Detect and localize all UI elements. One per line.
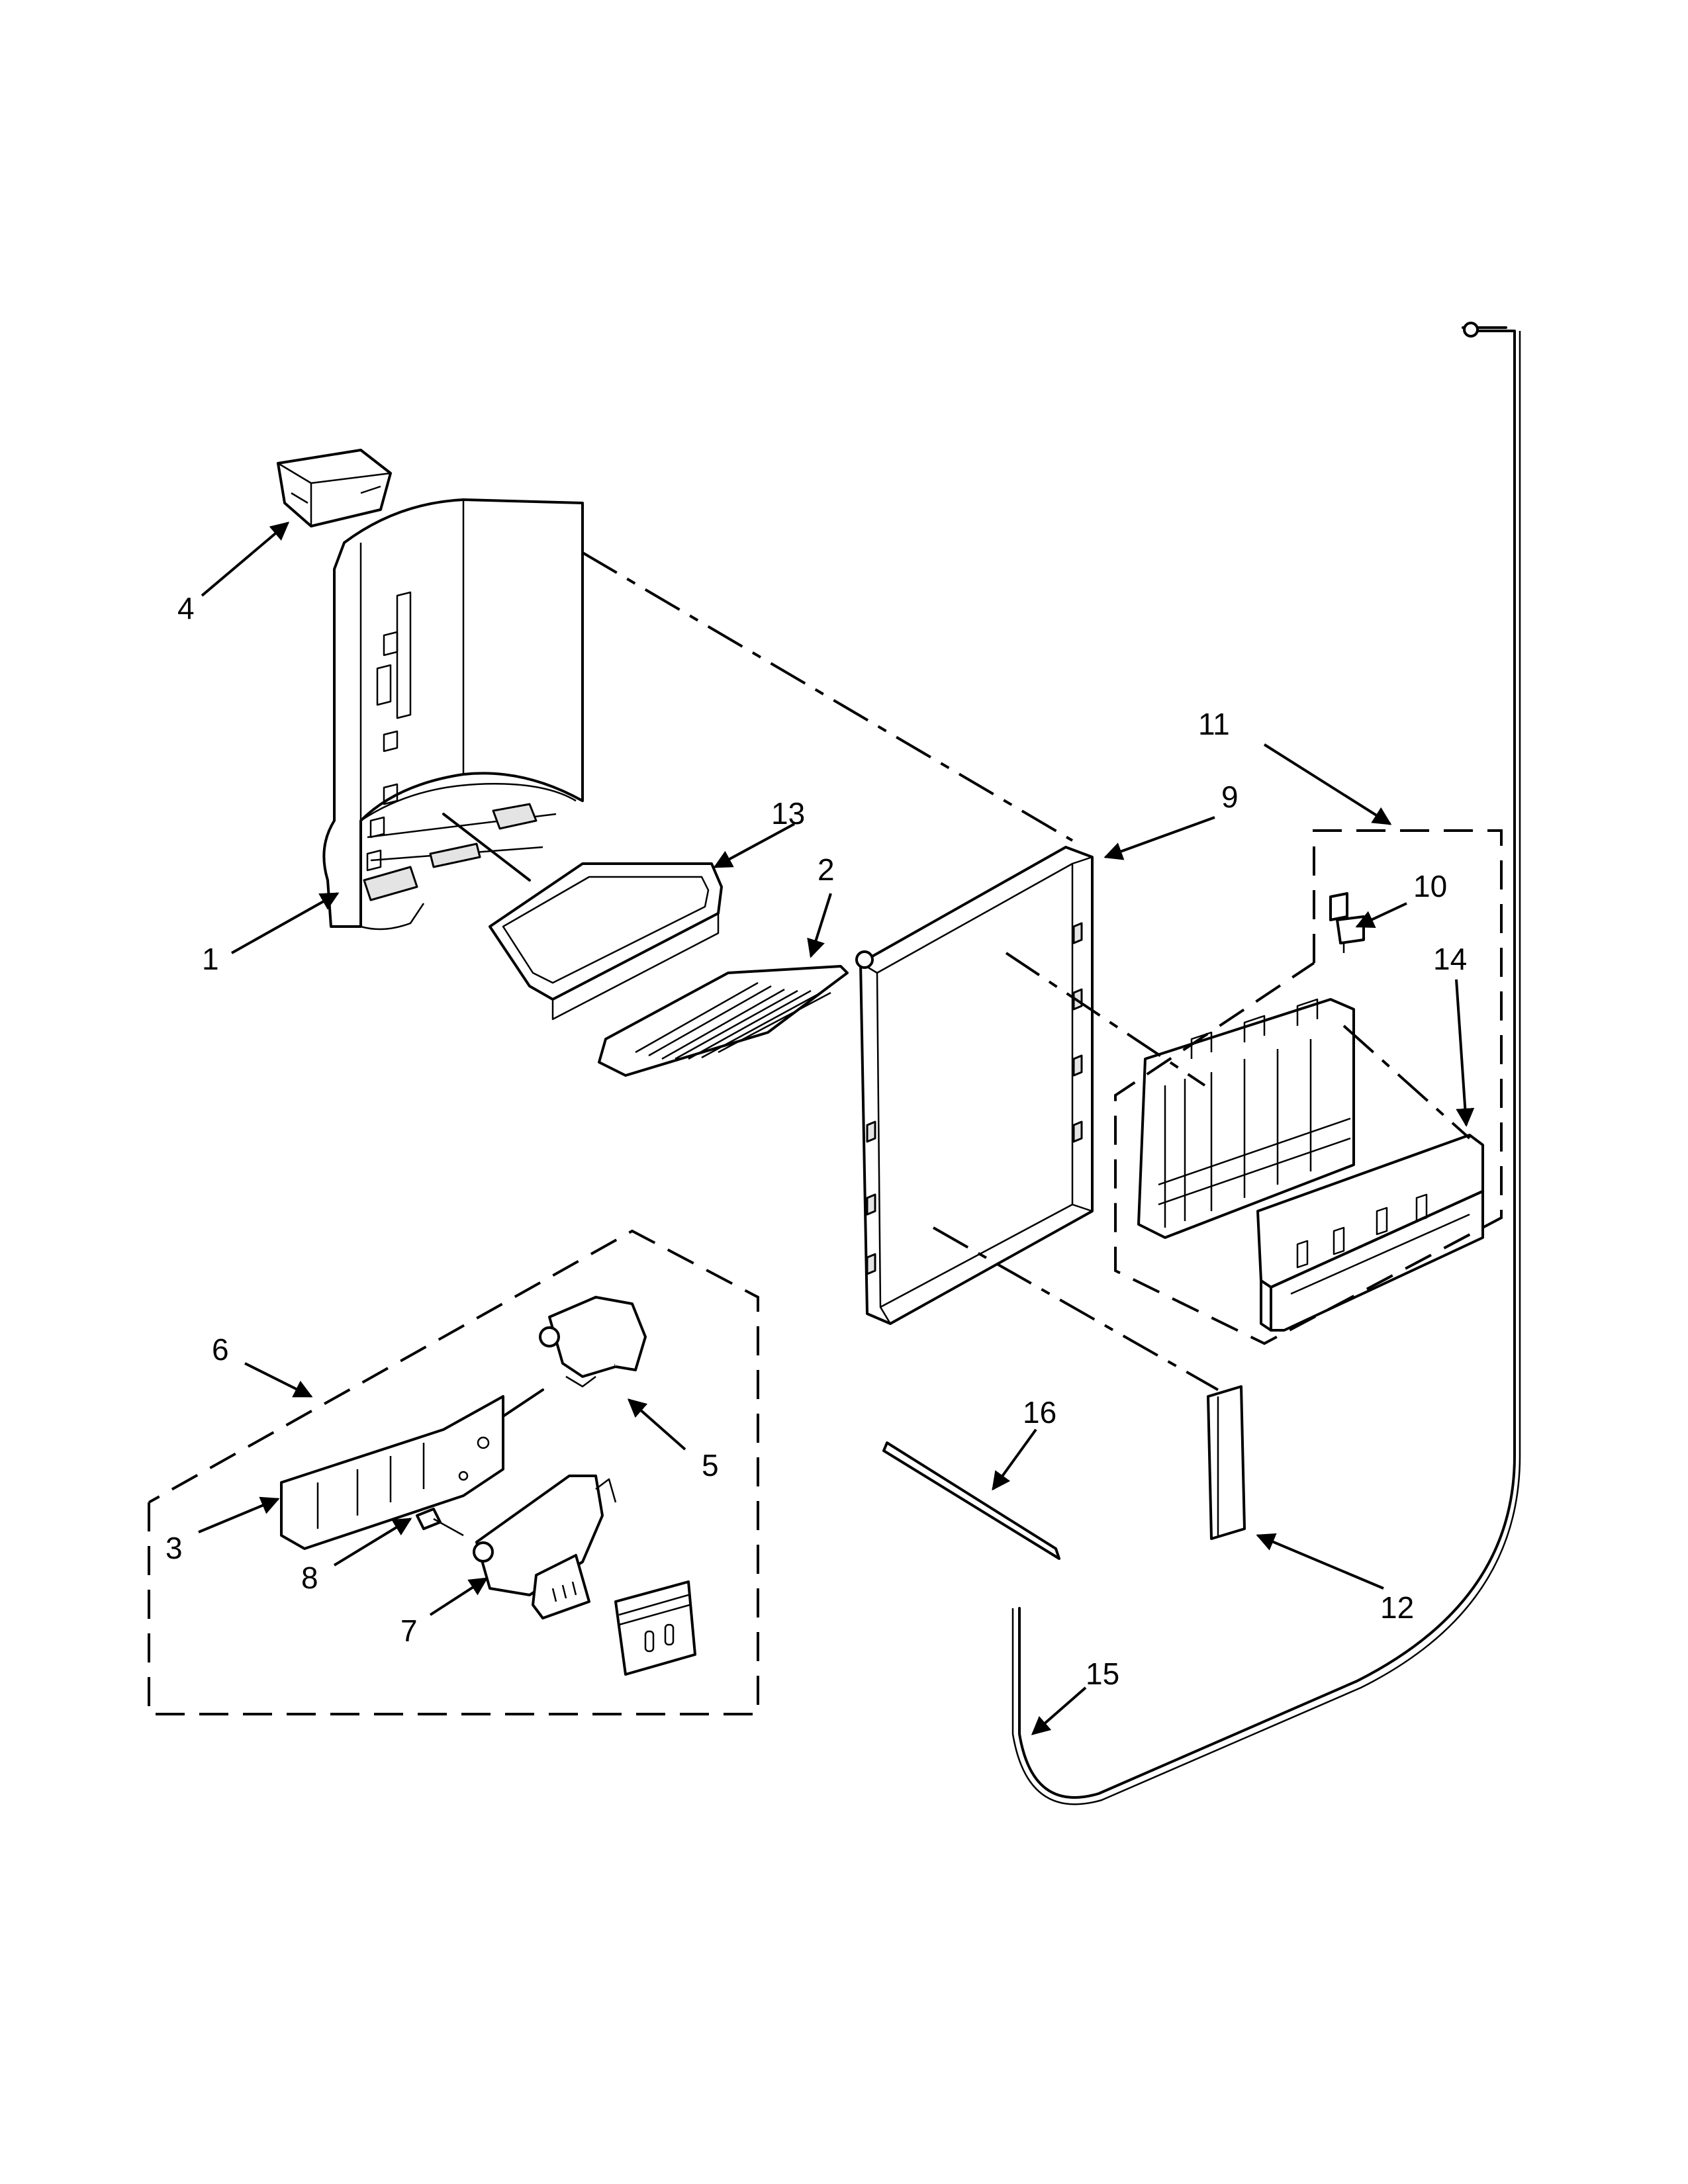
part-1-ice-bin-housing bbox=[322, 498, 584, 931]
part-8-screw bbox=[416, 1508, 464, 1537]
callout-14: 14 bbox=[1433, 942, 1467, 976]
leader-2 bbox=[807, 893, 832, 958]
callout-4: 4 bbox=[177, 591, 195, 625]
leader-9 bbox=[1103, 816, 1215, 860]
callout-15: 15 bbox=[1086, 1657, 1119, 1691]
leader-14 bbox=[1455, 979, 1475, 1127]
part-9-dispenser-frame bbox=[855, 846, 1094, 1325]
part-5-motor bbox=[539, 1296, 647, 1388]
leader-8 bbox=[333, 1518, 412, 1567]
callout-7: 7 bbox=[400, 1614, 418, 1648]
part-3-bracket bbox=[280, 1388, 544, 1550]
leader-3 bbox=[198, 1496, 280, 1533]
callout-10: 10 bbox=[1413, 869, 1447, 903]
leader-11 bbox=[1263, 743, 1392, 825]
part-2-tray-grille bbox=[598, 965, 849, 1077]
callout-9: 9 bbox=[1221, 780, 1239, 814]
callout-1: 1 bbox=[202, 942, 219, 976]
assembly-line-frame-to-pad bbox=[933, 1226, 1219, 1391]
callout-6: 6 bbox=[212, 1332, 229, 1367]
callout-12: 12 bbox=[1380, 1590, 1414, 1625]
leader-6 bbox=[244, 1362, 313, 1398]
part-7-pad bbox=[614, 1580, 696, 1676]
group-boundary-11 bbox=[1114, 829, 1503, 1345]
callout-8: 8 bbox=[301, 1561, 318, 1595]
part-14-control-panel bbox=[1137, 998, 1484, 1332]
group-boundary-6 bbox=[148, 1229, 759, 1715]
part-12-pad bbox=[1207, 1385, 1246, 1540]
callout-16: 16 bbox=[1023, 1395, 1056, 1430]
leader-13 bbox=[713, 823, 795, 868]
callout-13: 13 bbox=[771, 796, 805, 831]
part-10-switch bbox=[1329, 892, 1365, 953]
callout-11: 11 bbox=[1198, 707, 1230, 741]
leader-10 bbox=[1355, 902, 1407, 929]
assembly-line-panel-to-cover bbox=[1342, 1024, 1471, 1140]
part-16-tube bbox=[882, 1441, 1060, 1560]
leader-16 bbox=[992, 1428, 1037, 1491]
leader-4 bbox=[201, 522, 290, 597]
part-13-drip-tray bbox=[489, 862, 723, 1021]
callout-2: 2 bbox=[818, 852, 835, 887]
callout-3: 3 bbox=[165, 1531, 183, 1565]
part-4-bin-cap bbox=[277, 449, 392, 527]
assembly-line-bin-to-frame bbox=[581, 551, 1074, 842]
leader-7 bbox=[429, 1577, 489, 1616]
leader-12 bbox=[1256, 1533, 1384, 1590]
callout-5: 5 bbox=[702, 1448, 719, 1482]
part-7-actuator bbox=[473, 1475, 617, 1619]
leader-5 bbox=[627, 1398, 686, 1451]
leader-1 bbox=[231, 892, 340, 954]
part-15-water-tube bbox=[1011, 322, 1521, 1805]
assembly-line-frame-to-panel bbox=[1005, 952, 1206, 1087]
leader-15 bbox=[1031, 1686, 1087, 1735]
